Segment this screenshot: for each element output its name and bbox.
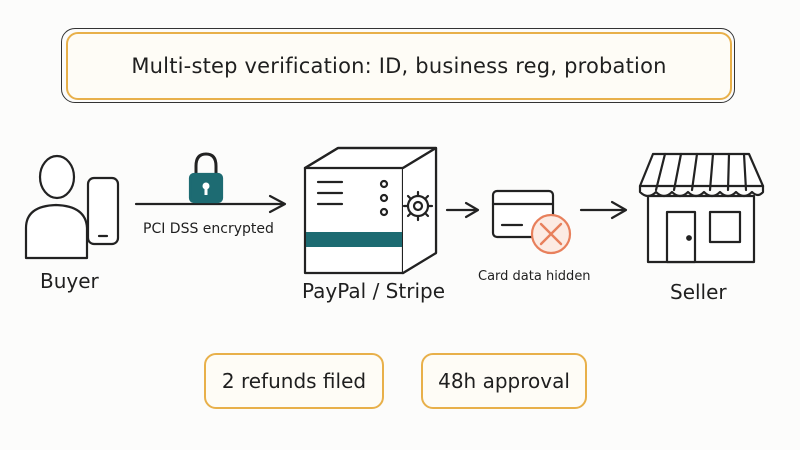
reject-icon [530, 213, 572, 255]
refunds-badge: 2 refunds filed [204, 353, 384, 409]
approval-text: 48h approval [438, 369, 570, 393]
refunds-text: 2 refunds filed [221, 369, 367, 393]
store-icon [638, 152, 765, 264]
arrow-card-seller [579, 200, 628, 220]
seller-label: Seller [670, 280, 727, 304]
arrow-buyer-gateway [134, 194, 287, 214]
arrow-gateway-card [445, 201, 480, 219]
card-hidden-label: Card data hidden [478, 269, 591, 284]
lock-icon [188, 152, 224, 204]
approval-badge: 48h approval [421, 353, 587, 409]
phone-icon [86, 176, 120, 246]
server-icon [303, 146, 438, 275]
buyer-label: Buyer [40, 269, 99, 293]
pci-label: PCI DSS encrypted [143, 221, 274, 237]
banner-text: Multi-step verification: ID, business re… [131, 54, 667, 78]
person-icon [24, 154, 89, 260]
gateway-label: PayPal / Stripe [302, 279, 445, 303]
